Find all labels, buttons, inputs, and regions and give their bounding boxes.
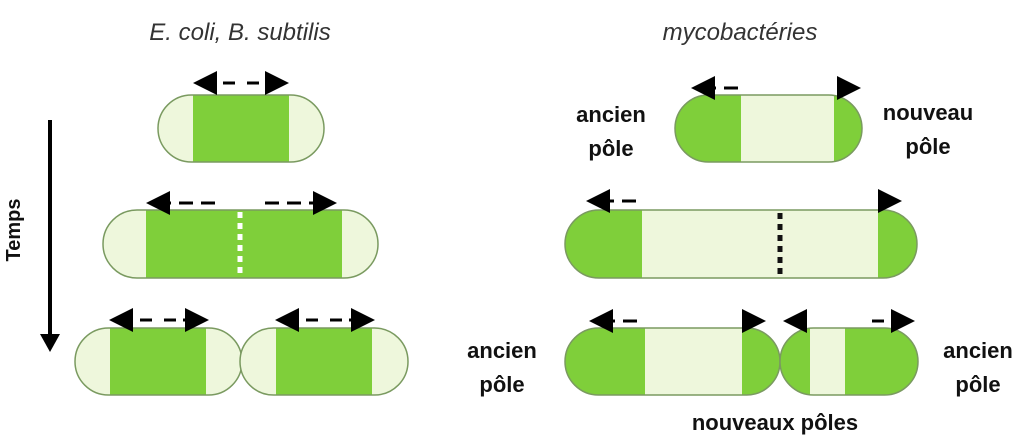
cell-left-row3-a bbox=[75, 328, 242, 395]
old-pole-label-bottom-left-line2: pôle bbox=[479, 372, 524, 397]
time-arrow-head bbox=[40, 334, 60, 352]
new-pole-label-top-line2: pôle bbox=[905, 134, 950, 159]
time-axis-label: Temps bbox=[3, 199, 25, 262]
right-panel-title: mycobactéries bbox=[663, 19, 818, 46]
cell-right-row1 bbox=[675, 95, 862, 162]
cell-right-row3-a bbox=[565, 328, 780, 395]
cell-left-row1 bbox=[158, 95, 324, 162]
new-poles-label: nouveaux pôles bbox=[692, 410, 858, 435]
cell-left-row3-b bbox=[240, 328, 408, 395]
cell-left-row2 bbox=[103, 210, 378, 278]
cell-right-row2 bbox=[565, 210, 917, 278]
cell-right-row3-b bbox=[780, 328, 918, 395]
old-pole-label-bottom-right-line2: pôle bbox=[955, 372, 1000, 397]
time-axis: Temps bbox=[3, 120, 60, 352]
left-panel-title: E. coli, B. subtilis bbox=[149, 19, 330, 46]
old-pole-label-bottom-right-line1: ancien bbox=[943, 338, 1013, 363]
old-pole-label-top-line2: pôle bbox=[588, 136, 633, 161]
old-pole-label-top-line1: ancien bbox=[576, 102, 646, 127]
old-pole-label-bottom-left-line1: ancien bbox=[467, 338, 537, 363]
new-pole-label-top-line1: nouveau bbox=[883, 100, 973, 125]
